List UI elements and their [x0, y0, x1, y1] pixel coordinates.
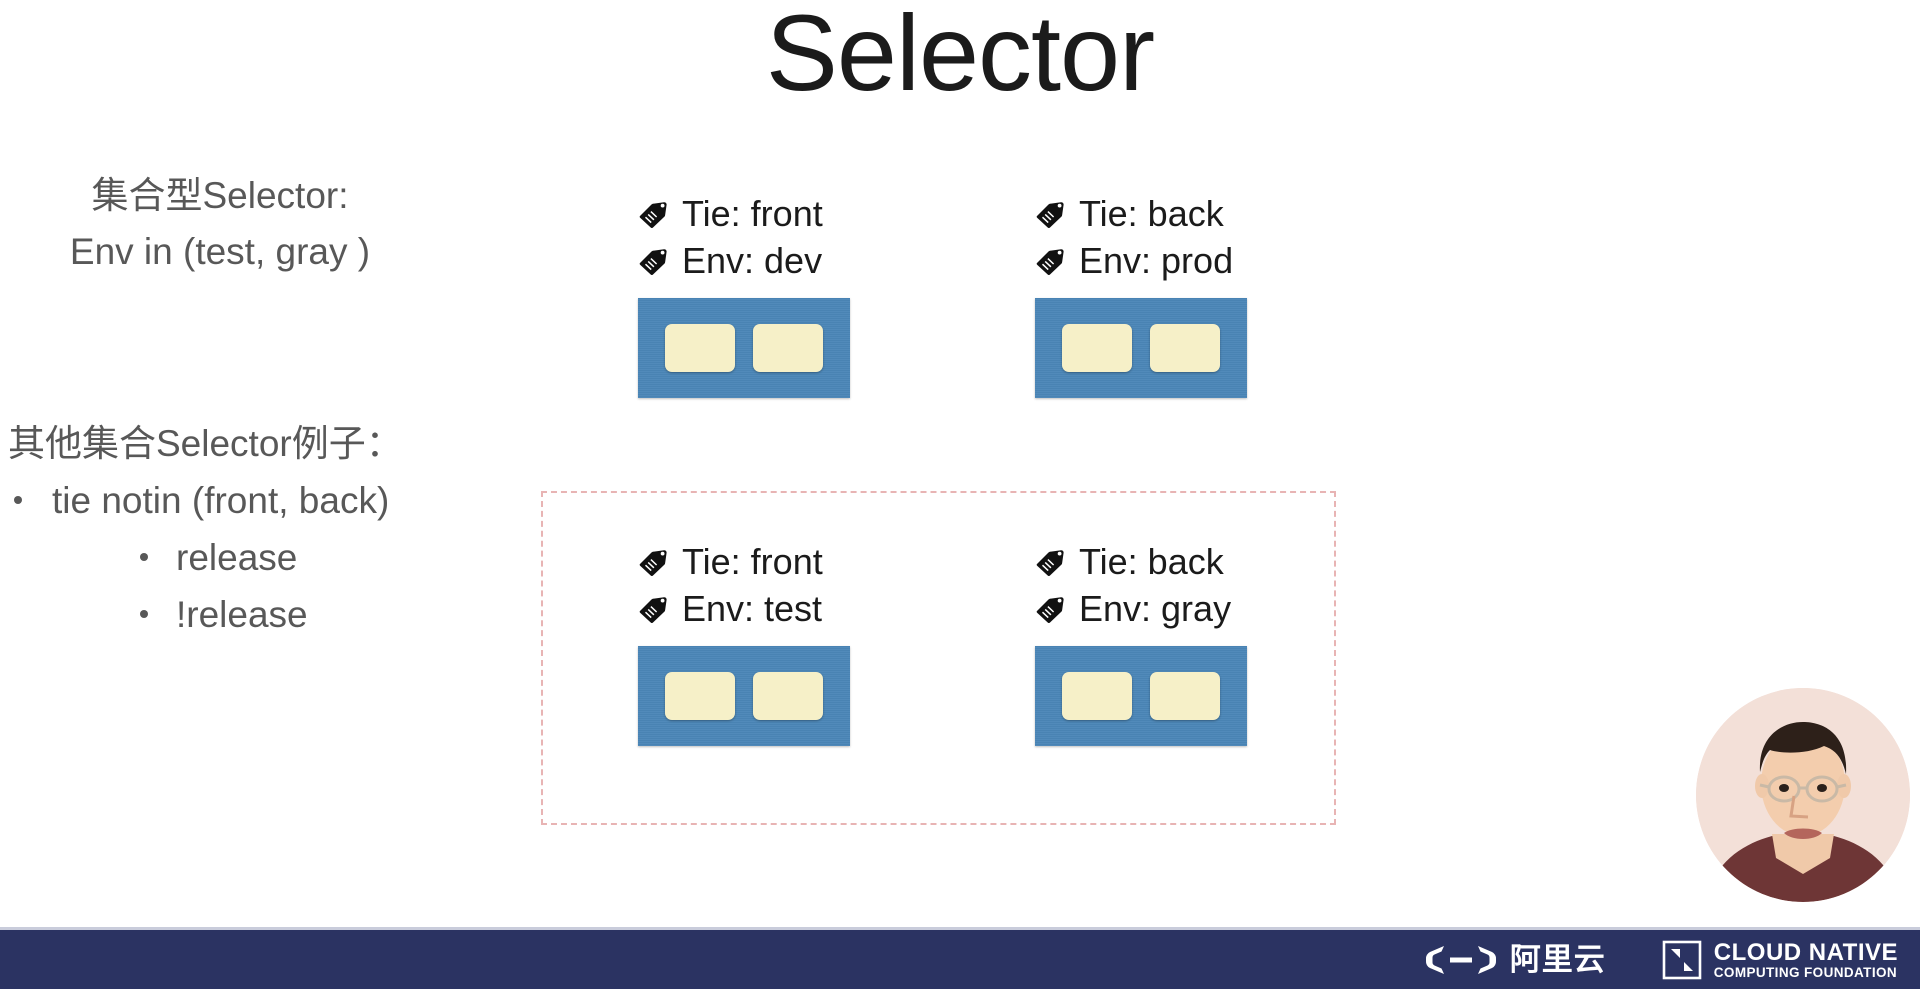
container-box — [1150, 324, 1220, 372]
presenter-avatar — [1696, 688, 1910, 902]
tag-icon — [1036, 248, 1064, 275]
pod-box — [1035, 298, 1247, 398]
tag-icon — [1036, 201, 1064, 228]
footer-logos: 阿里云 CLOUD NATIVE COMPUTING FOUNDATION — [1422, 930, 1898, 989]
pod-group-front-test: Tie: front Env: test — [638, 538, 850, 746]
pod-label-tie-text: Tie: back — [1079, 541, 1224, 582]
list-item: tie notin (front, back) — [0, 472, 540, 529]
container-box — [753, 324, 823, 372]
tag-icon — [1036, 549, 1064, 576]
other-selector-examples-heading: 其他集合Selector例子： — [8, 423, 403, 464]
alibaba-cloud-logo-text: 阿里云 — [1509, 942, 1606, 977]
cncf-logo-line2: COMPUTING FOUNDATION — [1713, 964, 1898, 980]
cncf-logo-line1: CLOUD NATIVE — [1713, 938, 1898, 966]
pod-label-env-text: Env: test — [682, 588, 823, 629]
pod-label-env: Env: prod — [1035, 237, 1247, 284]
bullet-dot-icon — [140, 610, 148, 618]
container-box — [753, 672, 823, 720]
list-item: release — [0, 529, 540, 586]
pod-label-tie: Tie: back — [1035, 190, 1247, 237]
cncf-logo-text: CLOUD NATIVE COMPUTING FOUNDATION — [1714, 940, 1898, 980]
list-item-label: release — [176, 537, 298, 578]
pod-label-env-text: Env: prod — [1079, 240, 1234, 281]
cncf-logo: CLOUD NATIVE COMPUTING FOUNDATION — [1662, 940, 1898, 980]
tag-icon — [639, 596, 667, 623]
pod-label-tie: Tie: front — [638, 538, 850, 585]
bullet-dot-icon — [140, 553, 148, 561]
container-box — [1062, 672, 1132, 720]
container-box — [665, 324, 735, 372]
container-box — [1062, 324, 1132, 372]
pod-box — [1035, 646, 1247, 746]
page-title: Selector — [765, 0, 1155, 113]
footer-bar: 阿里云 CLOUD NATIVE COMPUTING FOUNDATION — [0, 927, 1920, 989]
set-selector-note-line1: 集合型Selector: — [91, 175, 349, 216]
bullet-dot-icon — [14, 496, 22, 504]
container-box — [1150, 672, 1220, 720]
tag-icon — [639, 248, 667, 275]
alibaba-cloud-mark-icon — [1425, 945, 1496, 974]
pod-label-tie-text: Tie: front — [682, 193, 823, 234]
set-selector-note-line2: Env in (test, gray ) — [69, 231, 371, 272]
pod-label-tie-text: Tie: back — [1079, 193, 1224, 234]
tag-icon — [1036, 596, 1064, 623]
presenter-webcam — [1696, 688, 1910, 902]
list-item: !release — [0, 586, 540, 643]
pod-label-tie-text: Tie: front — [682, 541, 823, 582]
pod-group-back-prod: Tie: back Env: prod — [1035, 190, 1247, 398]
tag-icon — [639, 201, 667, 228]
container-box — [665, 672, 735, 720]
pod-box — [638, 298, 850, 398]
pod-label-env-text: Env: gray — [1079, 588, 1232, 629]
set-selector-note: 集合型Selector: Env in (test, gray ) — [0, 168, 440, 280]
pod-label-env: Env: gray — [1035, 585, 1247, 632]
pod-group-back-gray: Tie: back Env: gray — [1035, 538, 1247, 746]
cncf-mark-icon — [1662, 940, 1702, 979]
alibaba-cloud-logo: 阿里云 — [1422, 943, 1606, 977]
pod-label-env: Env: dev — [638, 237, 850, 284]
pod-label-tie: Tie: back — [1035, 538, 1247, 585]
pod-label-env: Env: test — [638, 585, 850, 632]
highlight-region — [541, 491, 1336, 825]
list-item-label: !release — [176, 594, 308, 635]
other-selector-examples: 其他集合Selector例子： tie notin (front, back) … — [0, 415, 540, 643]
pod-box — [638, 646, 850, 746]
tag-icon — [639, 549, 667, 576]
list-item-label: tie notin (front, back) — [52, 480, 390, 521]
pod-label-tie: Tie: front — [638, 190, 850, 237]
pod-group-front-dev: Tie: front Env: dev — [638, 190, 850, 398]
pod-label-env-text: Env: dev — [682, 240, 823, 281]
